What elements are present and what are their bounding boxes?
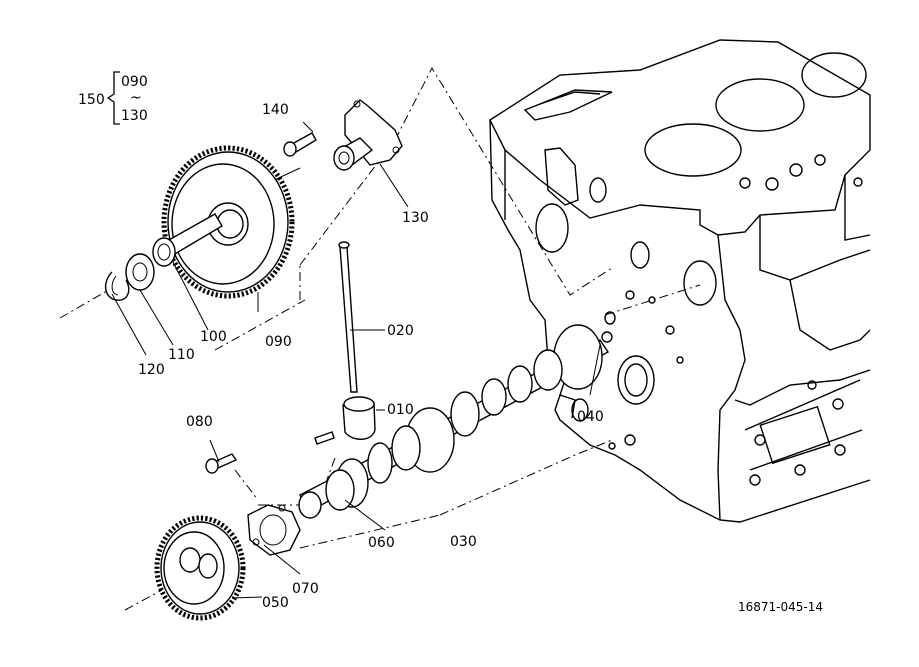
- assembly-range-end: 130: [121, 108, 148, 124]
- callout-labels: 150 090 ~ 130 140 130 020 010 040 080 06…: [78, 74, 823, 614]
- callout-120: 120: [138, 362, 165, 378]
- callout-080: 080: [186, 414, 213, 430]
- push-rod: [338, 241, 358, 393]
- woodruff-key: [314, 431, 335, 445]
- callout-110: 110: [168, 347, 195, 363]
- assembly-bracket: [106, 71, 120, 125]
- callout-040: 040: [577, 409, 604, 425]
- bolt-140: [283, 132, 317, 157]
- callout-030: 030: [450, 534, 477, 550]
- callout-020: 020: [387, 323, 414, 339]
- camshaft: [298, 324, 610, 519]
- snap-ring: [105, 271, 130, 301]
- gear-holder-bracket: [333, 99, 403, 171]
- callout-100: 100: [200, 329, 227, 345]
- cam-gear: [154, 515, 246, 621]
- callout-010: 010: [387, 402, 414, 418]
- camshaft-stopper: [247, 504, 301, 556]
- idle-gear-shaft: [152, 213, 223, 267]
- callout-140: 140: [262, 102, 289, 118]
- callout-050: 050: [262, 595, 289, 611]
- engine-block: [489, 39, 871, 523]
- leader-lines: [111, 121, 601, 599]
- assembly-range-separator: ~: [130, 90, 142, 106]
- bolt-080: [205, 453, 238, 474]
- thrust-collar: [125, 253, 155, 291]
- steel-ball: [601, 331, 613, 343]
- tappet: [342, 396, 376, 440]
- figure-code: 16871-045-14: [738, 600, 823, 614]
- assembly-label: 150: [78, 92, 105, 108]
- assembly-range-start: 090: [121, 74, 148, 90]
- callout-130: 130: [402, 210, 429, 226]
- callout-060: 060: [368, 535, 395, 551]
- callout-090: 090: [265, 334, 292, 350]
- callout-070: 070: [292, 581, 319, 597]
- idle-gear: [161, 145, 295, 299]
